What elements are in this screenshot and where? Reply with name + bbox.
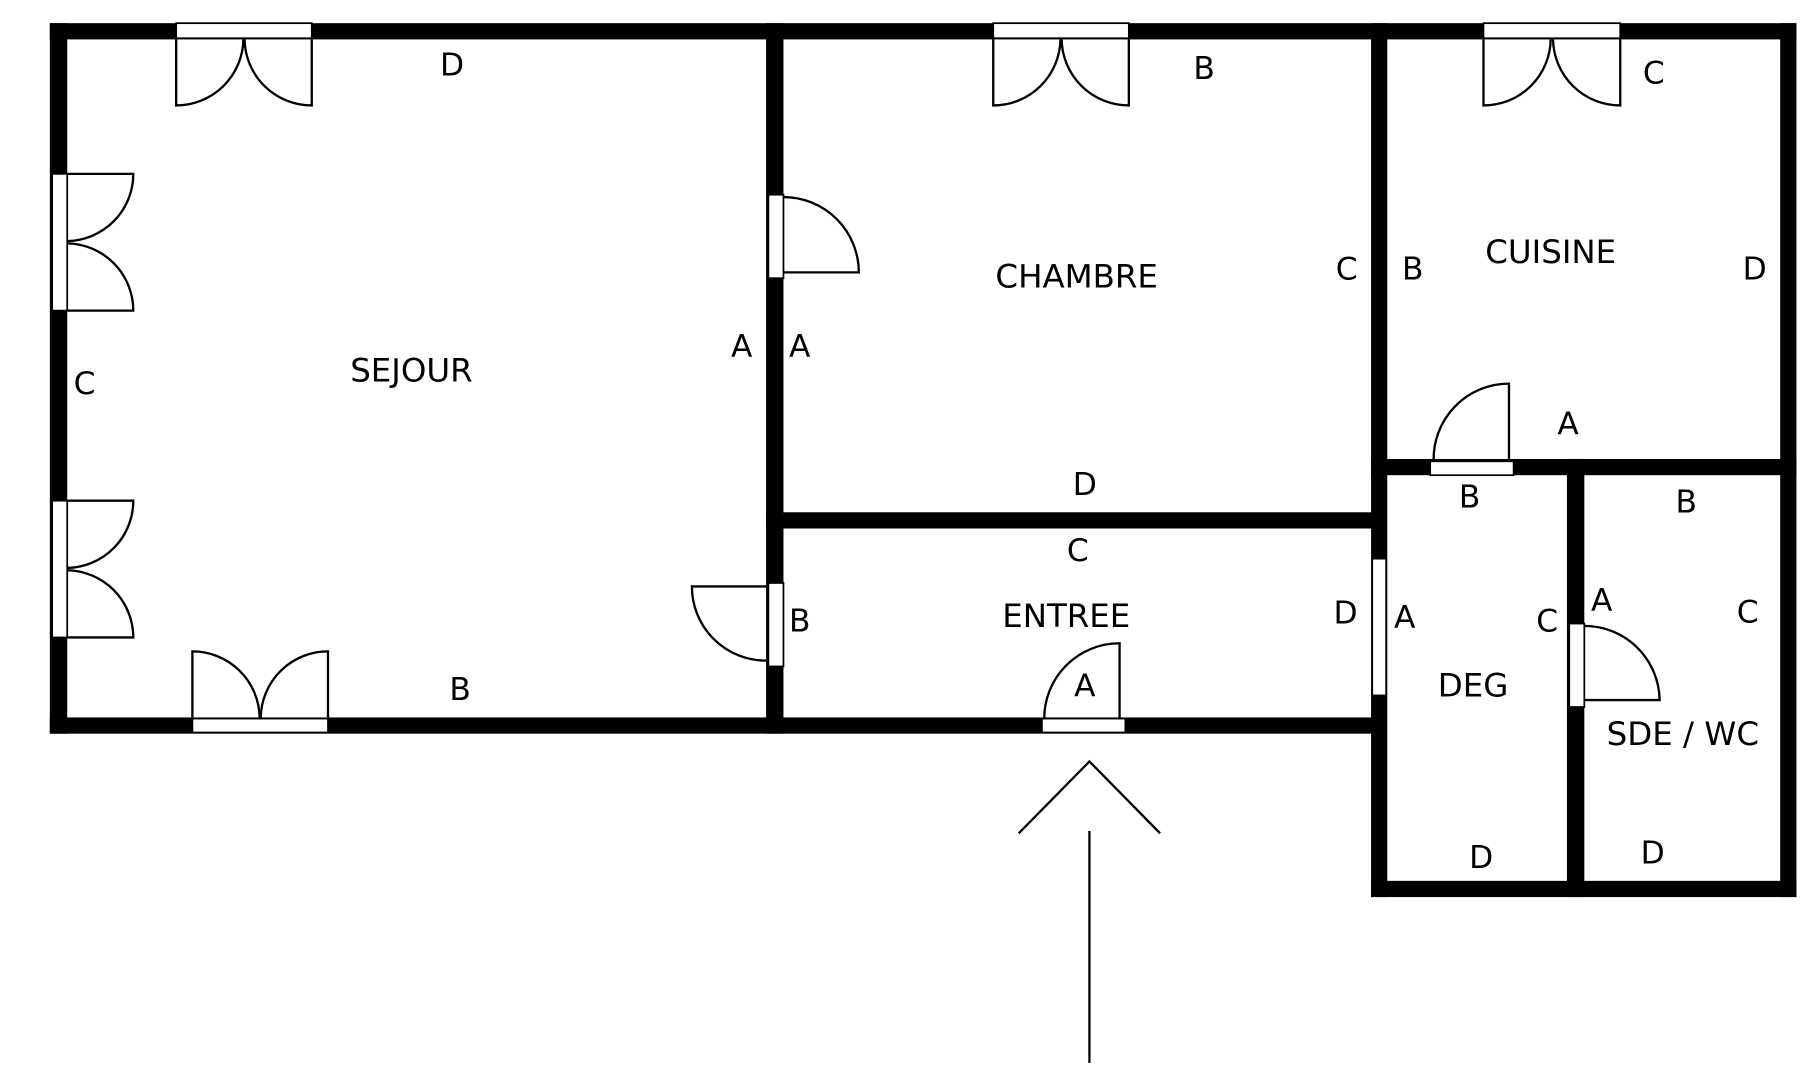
wall-label: C (74, 366, 96, 402)
wall-label: C (1536, 604, 1558, 640)
wall-label: A (1074, 669, 1096, 705)
entrance-arrow-icon (1017, 759, 1161, 1063)
window-sejour-top (175, 22, 313, 40)
door-sde (1568, 622, 1586, 708)
door-sejour-entree (767, 582, 785, 668)
wall-label: C (1067, 533, 1089, 569)
room-label-cuisine: CUISINE (1485, 233, 1616, 271)
wall-label: D (1641, 835, 1665, 871)
walls (49, 23, 1797, 898)
door-swing (1432, 382, 1511, 462)
window-swing (175, 39, 313, 107)
wall-label: B (449, 672, 470, 708)
wall-chambre-entree (766, 512, 1380, 529)
room-label-sde-wc: SDE / WC (1607, 715, 1759, 753)
windows (51, 22, 1622, 734)
door-swing (783, 195, 860, 274)
wall-label: D (1469, 840, 1493, 876)
door-swing (1043, 642, 1121, 719)
window-swing (1482, 39, 1622, 107)
wall-label: C (1336, 251, 1358, 287)
window-swing (992, 39, 1130, 107)
wall-label: B (789, 604, 810, 640)
wall-label: D (1334, 596, 1358, 632)
wall-label: B (1402, 251, 1423, 287)
wall-label: B (1676, 484, 1697, 520)
window-sejour-left-2 (51, 499, 69, 639)
wall-label: A (789, 329, 811, 365)
window-chambre-top (992, 22, 1130, 40)
wall-label: D (1073, 467, 1097, 503)
wall-label: B (1193, 51, 1214, 87)
wall-label: C (1737, 594, 1759, 630)
wall-label: A (1394, 600, 1416, 636)
wall-label: A (1591, 583, 1613, 619)
wall-label: D (1743, 251, 1767, 287)
doors (690, 193, 1661, 734)
wall-label: B (1459, 480, 1480, 516)
door-entrance (1041, 717, 1127, 734)
door-chambre (767, 193, 785, 280)
wall-label: D (440, 47, 464, 83)
room-label-deg: DEG (1438, 667, 1509, 705)
window-swing (67, 172, 135, 312)
door-swing (1584, 624, 1661, 702)
window-sejour-bottom (191, 717, 329, 734)
wall-label: A (1557, 407, 1579, 443)
window-cuisine-top (1482, 22, 1622, 40)
door-deg (1371, 557, 1388, 697)
door-cuisine (1429, 460, 1515, 477)
room-label-chambre: CHAMBRE (995, 257, 1158, 295)
door-swing (690, 585, 767, 662)
window-swing (191, 650, 330, 718)
wall-label: C (1643, 55, 1665, 91)
room-label-entree: ENTREE (1002, 597, 1130, 635)
window-swing (67, 499, 135, 639)
wall-label: A (731, 329, 753, 365)
wall-top (49, 23, 1797, 40)
window-sejour-left-1 (51, 172, 69, 312)
room-label-sejour: SEJOUR (350, 351, 472, 389)
